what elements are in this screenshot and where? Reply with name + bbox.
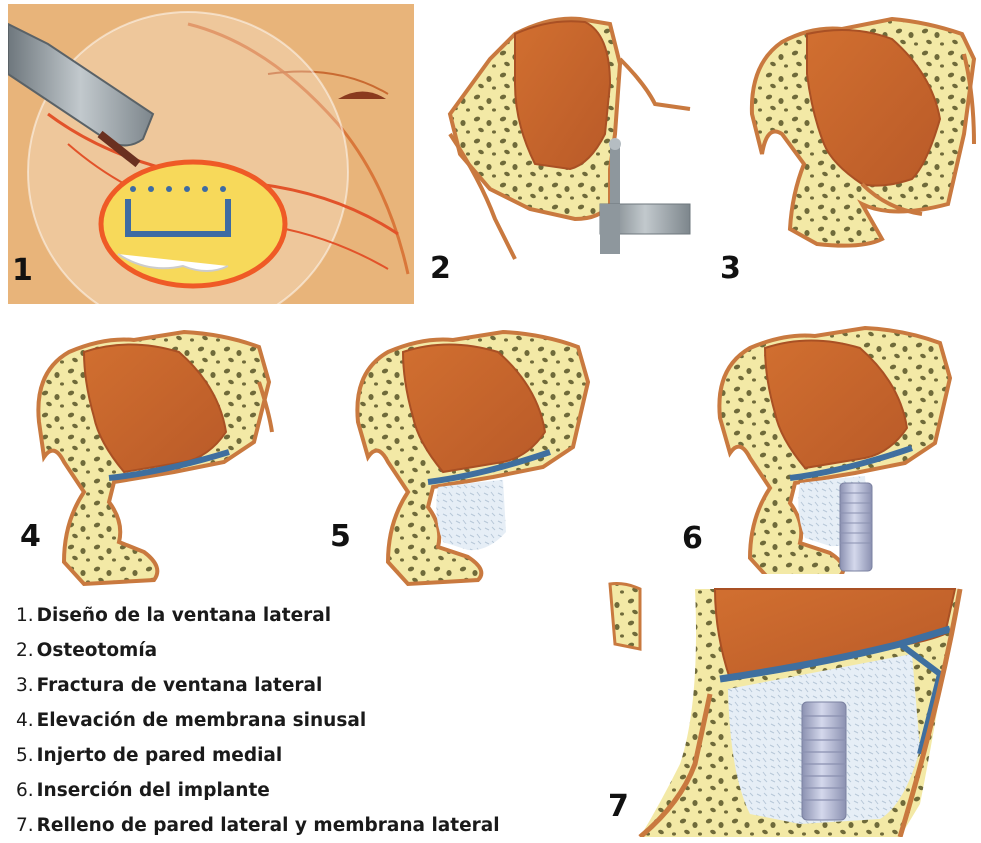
illustration-implant-insertion (680, 318, 981, 578)
panel-number: 1 (12, 256, 33, 286)
panel-number: 5 (330, 522, 351, 552)
legend-item: 6.Inserción del implante (16, 773, 536, 808)
legend-item: 3.Fractura de ventana lateral (16, 668, 536, 703)
legend-text: Relleno de pared lateral y membrana late… (37, 815, 500, 836)
panel-number: 6 (682, 524, 703, 554)
legend-text: Inserción del implante (37, 780, 270, 801)
legend-number: 2. (16, 640, 34, 661)
legend-number: 4. (16, 710, 34, 731)
panel-5-medial-wall-graft: 5 (328, 322, 618, 590)
panel-number: 3 (720, 254, 741, 284)
legend-item: 1.Diseño de la ventana lateral (16, 598, 536, 633)
legend-number: 7. (16, 815, 34, 836)
illustration-window-fracture (712, 4, 981, 294)
legend-item: 7.Relleno de pared lateral y membrana la… (16, 808, 536, 843)
steps-legend: 1.Diseño de la ventana lateral 2.Osteoto… (16, 598, 536, 843)
legend-text: Injerto de pared medial (37, 745, 283, 766)
panel-6-implant-insertion: 6 (680, 318, 981, 578)
illustration-osteotomy (420, 4, 710, 294)
legend-text: Fractura de ventana lateral (37, 675, 323, 696)
illustration-medial-wall-graft (328, 322, 618, 590)
panel-7-lateral-wall-fill: 7 (600, 574, 981, 837)
panel-number: 7 (608, 792, 629, 822)
panel-3-window-fracture: 3 (712, 4, 981, 294)
legend-number: 6. (16, 780, 34, 801)
panel-number: 4 (20, 522, 41, 552)
legend-text: Elevación de membrana sinusal (37, 710, 367, 731)
panel-2-osteotomy: 2 (420, 4, 710, 294)
panel-number: 2 (430, 254, 451, 284)
legend-item: 5.Injerto de pared medial (16, 738, 536, 773)
illustration-lateral-wall-fill (600, 574, 981, 837)
legend-number: 3. (16, 675, 34, 696)
legend-number: 5. (16, 745, 34, 766)
legend-number: 1. (16, 605, 34, 626)
legend-item: 4.Elevación de membrana sinusal (16, 703, 536, 738)
legend-text: Diseño de la ventana lateral (37, 605, 331, 626)
illustration-membrane-elevation (14, 322, 294, 590)
legend-text: Osteotomía (37, 640, 158, 661)
illustration-lateral-window (8, 4, 414, 304)
panel-4-membrane-elevation: 4 (14, 322, 294, 590)
panel-1-lateral-window-design: 1 (8, 4, 414, 304)
legend-item: 2.Osteotomía (16, 633, 536, 668)
